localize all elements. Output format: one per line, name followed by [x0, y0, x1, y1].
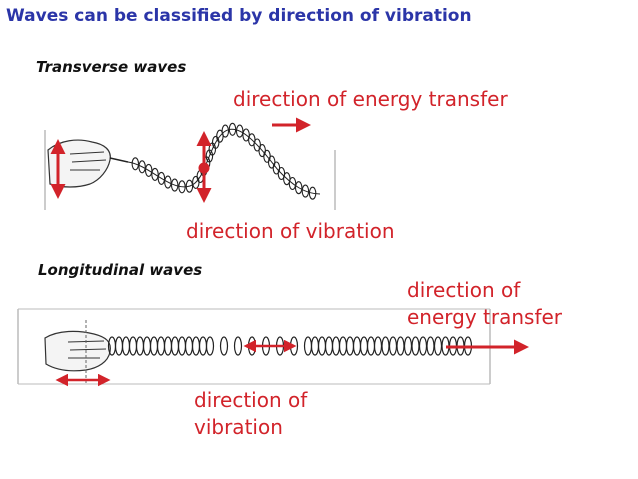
- longitudinal-coil-loop: [396, 336, 405, 356]
- transverse-coil-loop: [185, 179, 194, 193]
- longitudinal-coil-loop: [411, 336, 420, 356]
- transverse-coil-loop: [301, 184, 310, 198]
- transverse-coil-loop: [235, 124, 244, 138]
- longitudinal-coil-loop: [403, 336, 413, 356]
- longitudinal-coil-loop: [310, 336, 320, 356]
- longitudinal-coil-loop: [338, 336, 348, 356]
- transverse-coil-loop: [221, 124, 230, 138]
- transverse-coil-loop: [144, 163, 153, 177]
- transverse-coil-loop: [157, 171, 166, 185]
- longitudinal-coil-loop: [324, 336, 334, 356]
- transverse-coil-loop: [151, 167, 159, 181]
- transverse-heading: Transverse waves: [36, 58, 187, 76]
- transverse-coil-loop: [178, 180, 186, 194]
- longitudinal-coil-loop: [156, 336, 166, 356]
- longitudinal-coil-loop: [433, 336, 443, 356]
- longitudinal-coil-loop: [114, 336, 124, 356]
- longitudinal-coil-loop: [418, 336, 428, 356]
- page-title: Waves can be classified by direction of …: [6, 6, 472, 26]
- longitudinal-coil-loop: [198, 336, 208, 356]
- longitudinal-coil-loop: [149, 336, 159, 356]
- longitudinal-coil-loop: [163, 336, 173, 356]
- longitudinal-vibration-label-line1: direction of: [194, 388, 308, 412]
- transverse-coil-loop: [308, 186, 317, 200]
- longitudinal-coil-loop: [170, 336, 180, 356]
- longitudinal-coil-loop: [388, 336, 398, 356]
- longitudinal-coil-loop: [128, 336, 138, 356]
- transverse-vibration-label: direction of vibration: [186, 219, 395, 243]
- transverse-coil-loop: [288, 176, 297, 191]
- transverse-coil-loop: [294, 181, 303, 195]
- longitudinal-coil-loop: [359, 336, 369, 356]
- transverse-string-lead: [109, 157, 129, 163]
- transverse-spring-path: [127, 128, 321, 195]
- longitudinal-coil-loop: [381, 336, 390, 356]
- longitudinal-coil-loop: [317, 336, 327, 356]
- longitudinal-coil-loop: [303, 336, 313, 356]
- longitudinal-heading: Longitudinal waves: [38, 261, 203, 279]
- transverse-energy-label: direction of energy transfer: [233, 87, 508, 111]
- transverse-coil-loop: [228, 122, 237, 136]
- transverse-coil-loop: [170, 178, 179, 192]
- longitudinal-energy-label-line1: direction of: [407, 278, 521, 302]
- longitudinal-coil-loop: [366, 336, 376, 356]
- longitudinal-coil-loop: [331, 336, 341, 356]
- longitudinal-coil-loop: [191, 336, 201, 356]
- longitudinal-coil-loop: [426, 336, 435, 356]
- longitudinal-coil-loop: [219, 336, 229, 356]
- transverse-coil-loop: [164, 175, 172, 189]
- transverse-spring-coils: [131, 122, 317, 200]
- longitudinal-coil-loop: [345, 336, 355, 356]
- longitudinal-coil-loop: [373, 336, 383, 356]
- longitudinal-coil-loop: [177, 336, 187, 356]
- longitudinal-coil-loop: [135, 336, 145, 356]
- longitudinal-coil-loop: [142, 336, 152, 356]
- longitudinal-vibration-label-line2: vibration: [194, 415, 283, 439]
- longitudinal-hand-icon: [44, 330, 111, 372]
- longitudinal-coil-loop: [352, 336, 362, 356]
- longitudinal-coil-loop: [233, 336, 243, 356]
- longitudinal-coil-loop: [184, 336, 194, 356]
- longitudinal-spring-coils: [107, 336, 473, 356]
- transverse-coil-loop: [131, 157, 140, 171]
- longitudinal-coil-loop: [205, 336, 215, 356]
- longitudinal-coil-loop: [121, 336, 131, 356]
- transverse-coil-loop: [138, 160, 146, 174]
